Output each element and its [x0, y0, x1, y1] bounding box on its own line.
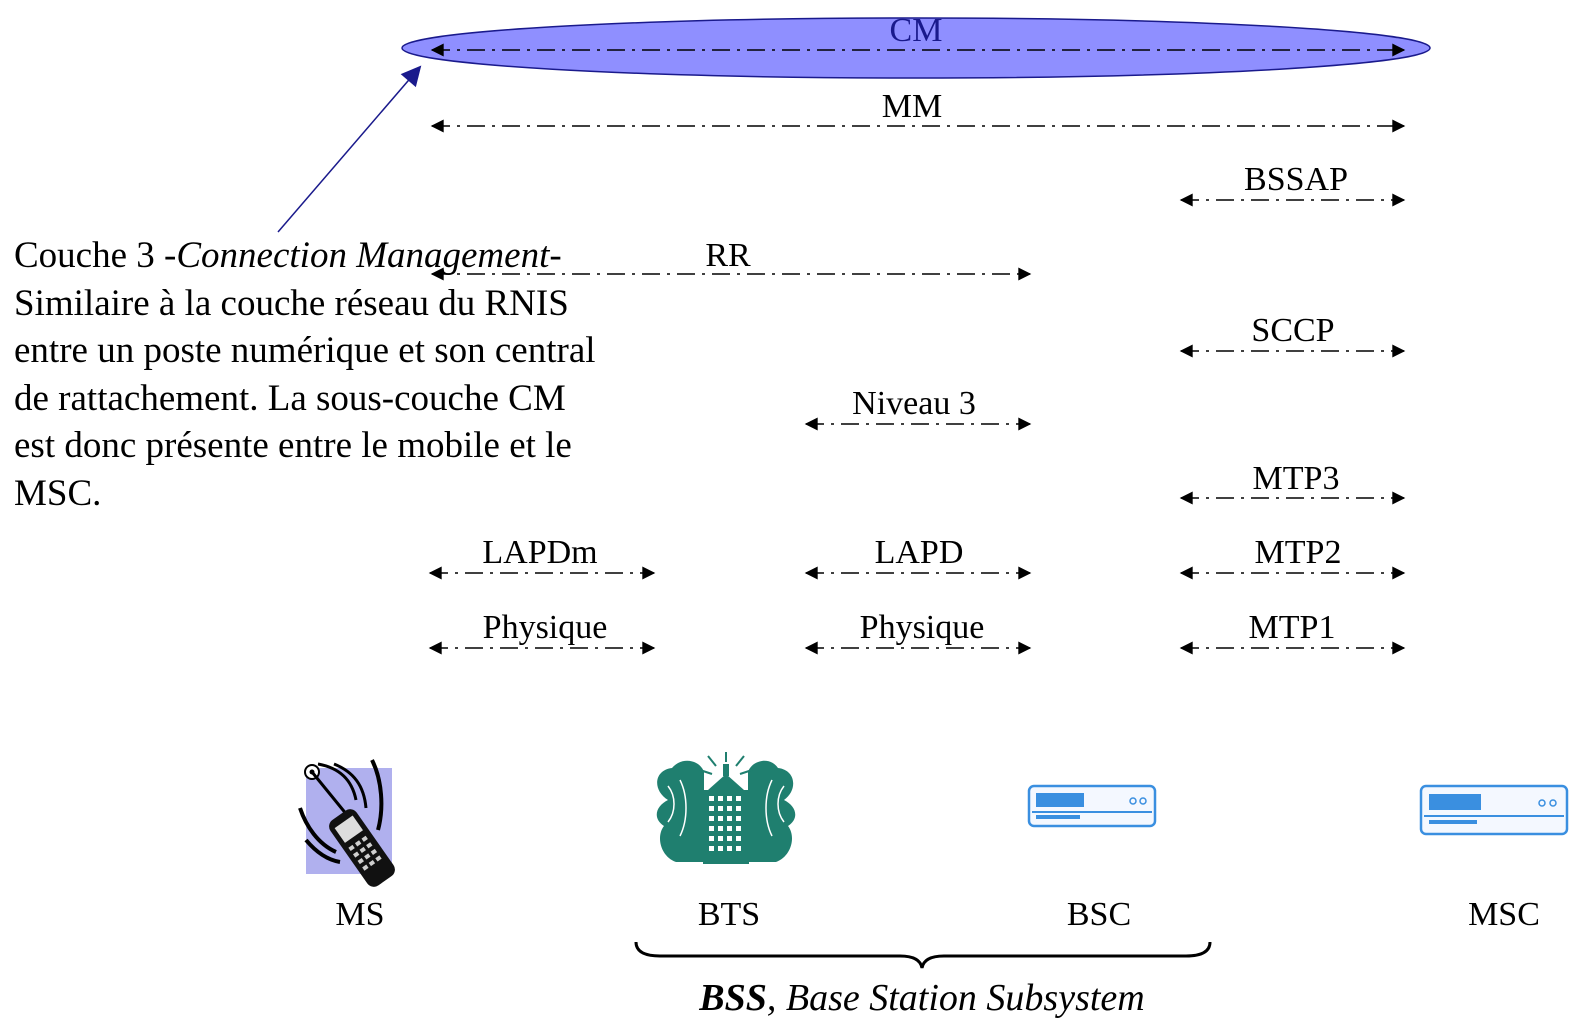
- annotation-prefix: Couche 3 -: [14, 235, 177, 276]
- annotation-italic: Connection Management: [176, 235, 550, 276]
- bssap-label: BSSAP: [1244, 161, 1348, 198]
- mtp3-layer: MTP3: [1179, 460, 1406, 505]
- msc-equipment-icon: [1419, 784, 1569, 836]
- bss-caption: BSS, Base Station Subsystem: [698, 977, 1144, 1019]
- physique-ms-layer: Physique: [428, 609, 656, 655]
- physique-ms-label: Physique: [483, 609, 608, 646]
- niveau3-layer: Niveau 3: [804, 385, 1032, 431]
- annotation-pointer: [277, 65, 422, 233]
- rr-layer: RR: [430, 237, 1032, 281]
- niveau3-label: Niveau 3: [852, 385, 976, 422]
- mm-layer: MM: [430, 88, 1406, 133]
- physique-bts-label: Physique: [860, 609, 985, 646]
- annotation-suffix: - Similaire à la couche réseau du RNIS e…: [14, 235, 596, 514]
- bsc-equipment-icon: [1027, 784, 1157, 828]
- bts-label: BTS: [698, 896, 760, 933]
- lapdm-layer: LAPDm: [428, 534, 656, 580]
- sccp-layer: SCCP: [1179, 312, 1406, 358]
- bss-abbr: BSS: [698, 977, 767, 1019]
- bssap-layer: BSSAP: [1179, 161, 1406, 207]
- mtp1-layer: MTP1: [1179, 609, 1406, 655]
- bss-brace: [634, 941, 1212, 969]
- base-station-tower-icon: [656, 752, 796, 864]
- bss-full-name: , Base Station Subsystem: [767, 977, 1145, 1019]
- mtp2-label: MTP2: [1255, 534, 1342, 571]
- cm-annotation-text: Couche 3 -Connection Management- Similai…: [14, 232, 614, 517]
- mtp2-layer: MTP2: [1179, 534, 1406, 580]
- lapdm-label: LAPDm: [482, 534, 597, 571]
- rr-label: RR: [705, 237, 751, 274]
- mobile-phone-icon: [298, 759, 395, 887]
- bsc-label: BSC: [1067, 896, 1131, 933]
- cm-layer: CM: [401, 12, 1431, 79]
- lapd-layer: LAPD: [804, 534, 1032, 580]
- msc-label: MSC: [1468, 896, 1540, 933]
- mm-label: MM: [882, 88, 942, 125]
- mtp1-label: MTP1: [1249, 609, 1336, 646]
- sccp-label: SCCP: [1251, 312, 1334, 349]
- physique-bts-layer: Physique: [804, 609, 1032, 655]
- mtp3-label: MTP3: [1253, 460, 1340, 497]
- cm-label: CM: [890, 12, 943, 49]
- ms-label: MS: [335, 896, 384, 933]
- lapd-label: LAPD: [875, 534, 964, 571]
